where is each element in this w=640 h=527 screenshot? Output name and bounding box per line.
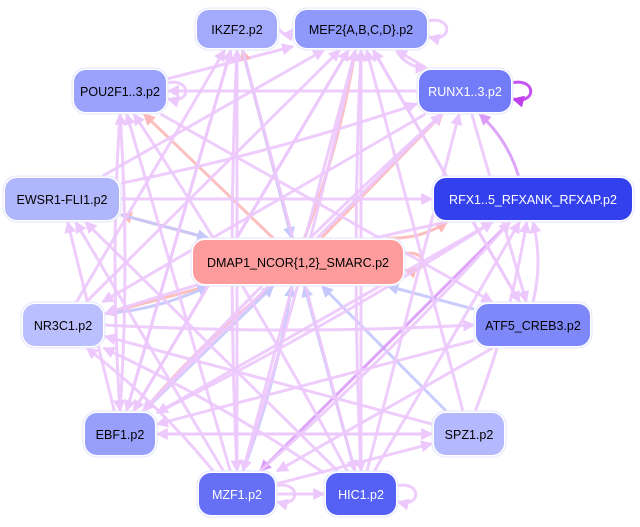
edge-pou2f1-to-mef2: [167, 43, 295, 81]
node-label: NR3C1.p2: [34, 319, 92, 333]
node-label: EBF1.p2: [96, 428, 145, 442]
edge-ikzf2-to-mef2: [277, 28, 295, 42]
node-box: [434, 178, 632, 220]
node-label: MZF1.p2: [212, 488, 262, 502]
node-box: [419, 70, 511, 112]
edge-rfx-to-runx1: [478, 112, 520, 177]
edge-dmap1-to-pou2f1: [142, 112, 275, 240]
node-mzf1[interactable]: MZF1.p2: [196, 470, 278, 518]
node-box: [85, 413, 155, 455]
edge-rfx-to-mzf1: [259, 220, 511, 473]
edge-spz1-to-mef2: [363, 48, 465, 412]
node-atf5[interactable]: ATF5_CREB3.p2: [473, 301, 593, 349]
node-label: RUNX1..3.p2: [428, 85, 502, 99]
edge-hic1-to-ewsr1: [84, 220, 339, 473]
edge-hic1-to-hic1: [395, 483, 418, 511]
node-ebf1[interactable]: EBF1.p2: [82, 410, 158, 458]
edge-hic1-to-runx1: [365, 112, 463, 472]
node-box: [193, 240, 403, 284]
edge-runx1-to-nr3c1: [101, 112, 427, 304]
edge-atf5-to-ebf1: [155, 339, 475, 428]
node-label: RFX1..5_RFXANK_RFXAP.p2: [449, 193, 617, 207]
node-box: [197, 10, 277, 48]
node-box: [74, 70, 166, 112]
edge-mzf1-to-ewsr1: [74, 220, 225, 472]
node-box: [5, 178, 119, 220]
node-runx1[interactable]: RUNX1..3.p2: [416, 67, 514, 115]
node-label: MEF2{A,B,C,D}.p2: [309, 23, 413, 37]
node-box: [295, 10, 427, 48]
node-nr3c1[interactable]: NR3C1.p2: [20, 301, 106, 349]
node-ewsr1[interactable]: EWSR1-FLI1.p2: [2, 175, 122, 223]
node-hic1[interactable]: HIC1.p2: [323, 470, 399, 518]
edge-mef2-to-ebf1: [132, 49, 350, 413]
node-label: SPZ1.p2: [445, 428, 494, 442]
edge-pou2f1-to-ebf1: [113, 113, 126, 413]
node-box: [23, 304, 103, 346]
edge-nr3c1-to-mef2: [85, 48, 341, 304]
node-pou2f1[interactable]: POU2F1..3.p2: [71, 67, 169, 115]
node-label: ATF5_CREB3.p2: [485, 319, 581, 333]
edge-rfx-to-ebf1: [155, 220, 494, 415]
node-label: POU2F1..3.p2: [80, 85, 160, 99]
edge-atf5-to-mzf1: [275, 346, 494, 473]
edge-mzf1-to-pou2f1: [123, 112, 232, 472]
edge-nr3c1-to-ikzf2: [75, 48, 226, 303]
node-label: EWSR1-FLI1.p2: [16, 193, 107, 207]
edge-hic1-to-nr3c1: [102, 346, 325, 475]
node-dmap1[interactable]: DMAP1_NCOR{1,2}_SMARC.p2: [190, 237, 406, 287]
edge-ebf1-to-rfx: [156, 220, 494, 415]
node-label: HIC1.p2: [338, 488, 384, 502]
edge-ikzf2-to-ebf1: [123, 49, 233, 413]
node-label: DMAP1_NCOR{1,2}_SMARC.p2: [207, 256, 389, 270]
edge-nr3c1-to-atf5: [104, 319, 476, 332]
node-ikzf2[interactable]: IKZF2.p2: [194, 7, 280, 51]
edge-mef2-to-mef2: [426, 18, 449, 46]
edge-atf5-to-rfx: [529, 220, 542, 303]
node-box: [326, 473, 396, 515]
node-spz1[interactable]: SPZ1.p2: [431, 410, 507, 458]
node-box: [434, 413, 504, 455]
edge-atf5-to-dmap1: [386, 282, 475, 311]
edge-runx1-to-runx1: [510, 80, 533, 108]
edge-mef2-to-runx1: [394, 49, 428, 74]
edge-mzf1-to-rfx: [259, 220, 512, 473]
node-label: IKZF2.p2: [211, 23, 262, 37]
node-rfx[interactable]: RFX1..5_RFXANK_RFXAP.p2: [431, 175, 635, 223]
edge-hic1-to-pou2f1: [132, 113, 349, 472]
edge-ewsr1-to-dmap1: [120, 213, 210, 242]
node-box: [476, 304, 590, 346]
node-mef2[interactable]: MEF2{A,B,C,D}.p2: [292, 7, 430, 51]
node-box: [199, 473, 275, 515]
